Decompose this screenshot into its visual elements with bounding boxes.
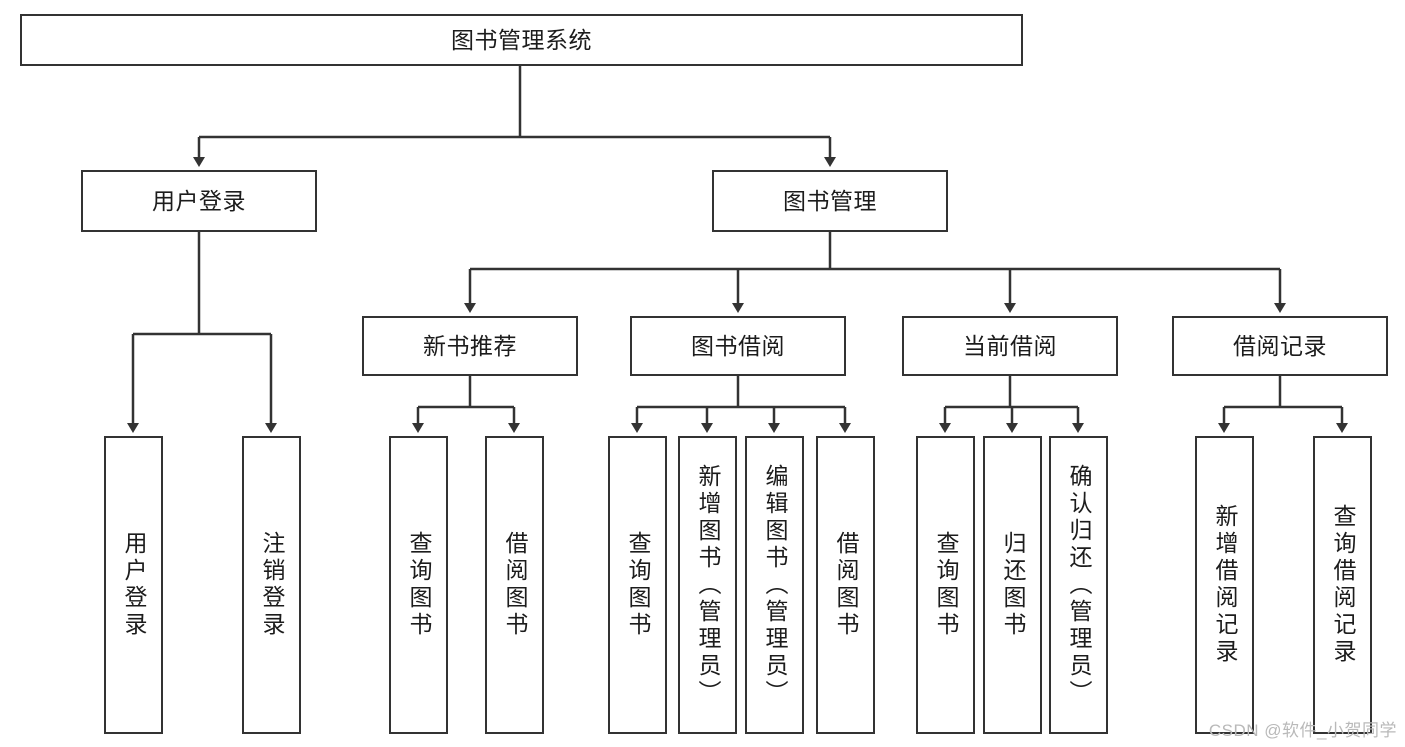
- node-label: 查询图书: [625, 531, 651, 639]
- node-leaf-add-book-admin[interactable]: 新增图书（管理员）: [678, 436, 737, 734]
- node-leaf-query-book-recommend[interactable]: 查询图书: [389, 436, 448, 734]
- node-book-management[interactable]: 图书管理: [712, 170, 948, 232]
- node-new-book-recommend[interactable]: 新书推荐: [362, 316, 578, 376]
- node-label: 确认归还（管理员）: [1066, 463, 1092, 707]
- node-label: 新增借阅记录: [1212, 504, 1238, 666]
- node-label: 查询图书: [406, 531, 432, 639]
- node-leaf-confirm-return-admin[interactable]: 确认归还（管理员）: [1049, 436, 1108, 734]
- node-label: 新增图书（管理员）: [695, 463, 721, 707]
- node-label: 借阅记录: [1233, 332, 1327, 359]
- node-leaf-logout[interactable]: 注销登录: [242, 436, 301, 734]
- node-leaf-borrow-book[interactable]: 借阅图书: [816, 436, 875, 734]
- node-label: 查询借阅记录: [1330, 504, 1356, 666]
- node-leaf-borrow-book-recommend[interactable]: 借阅图书: [485, 436, 544, 734]
- node-label: 注销登录: [259, 531, 285, 639]
- node-leaf-query-borrow-record[interactable]: 查询借阅记录: [1313, 436, 1372, 734]
- node-leaf-query-book-borrow[interactable]: 查询图书: [608, 436, 667, 734]
- node-label: 借阅图书: [502, 531, 528, 639]
- node-book-borrow[interactable]: 图书借阅: [630, 316, 846, 376]
- node-label: 新书推荐: [423, 332, 517, 359]
- node-label: 借阅图书: [833, 531, 859, 639]
- node-current-borrow[interactable]: 当前借阅: [902, 316, 1118, 376]
- node-label: 图书借阅: [691, 332, 785, 359]
- node-label: 查询图书: [933, 531, 959, 639]
- node-leaf-query-book-current[interactable]: 查询图书: [916, 436, 975, 734]
- watermark-text: CSDN @软件_小贺同学: [1208, 721, 1397, 740]
- node-leaf-edit-book-admin[interactable]: 编辑图书（管理员）: [745, 436, 804, 734]
- node-leaf-user-login[interactable]: 用户登录: [104, 436, 163, 734]
- node-user-login[interactable]: 用户登录: [81, 170, 317, 232]
- node-leaf-add-borrow-record[interactable]: 新增借阅记录: [1195, 436, 1254, 734]
- node-borrow-records[interactable]: 借阅记录: [1172, 316, 1388, 376]
- node-label: 用户登录: [152, 187, 246, 214]
- node-root-book-management-system[interactable]: 图书管理系统: [20, 14, 1023, 66]
- node-label: 当前借阅: [963, 332, 1057, 359]
- node-label: 用户登录: [121, 531, 147, 639]
- node-label: 归还图书: [1000, 531, 1026, 639]
- node-label: 图书管理系统: [451, 26, 592, 53]
- node-label: 图书管理: [783, 187, 877, 214]
- node-label: 编辑图书（管理员）: [762, 463, 788, 707]
- node-leaf-return-book[interactable]: 归还图书: [983, 436, 1042, 734]
